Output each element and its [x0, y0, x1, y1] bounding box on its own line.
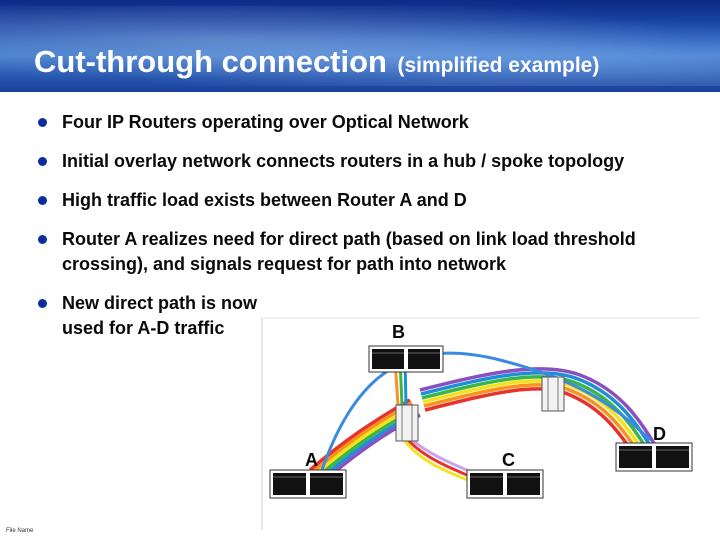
router-c	[467, 470, 543, 498]
optical-switch-hub	[396, 405, 418, 441]
router-b	[369, 346, 443, 372]
router-a-label: A	[305, 450, 318, 470]
router-b-label: B	[392, 322, 405, 342]
router-c-label: C	[502, 450, 515, 470]
optical-switch-right	[542, 377, 564, 411]
router-a	[270, 470, 346, 498]
footer-filename: File Name	[6, 528, 33, 534]
router-d	[616, 443, 692, 471]
router-d-label: D	[653, 424, 666, 444]
